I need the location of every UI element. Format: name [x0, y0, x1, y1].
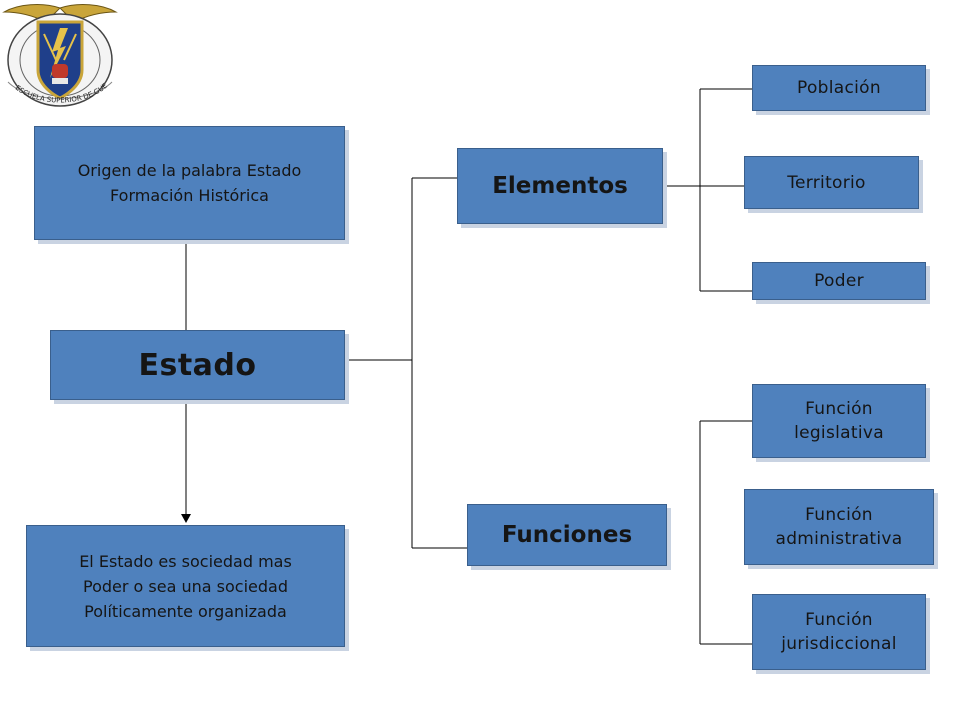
funcion-administrativa-box: Función administrativa: [744, 489, 934, 565]
definicion-label: El Estado es sociedad mas Poder o sea un…: [79, 551, 292, 621]
definicion-box: El Estado es sociedad mas Poder o sea un…: [26, 525, 345, 647]
territorio-label: Territorio: [787, 172, 866, 193]
elementos-label: Elementos: [492, 173, 628, 199]
funciones-box: Funciones: [467, 504, 667, 566]
funciones-label: Funciones: [501, 522, 633, 548]
territorio-box: Territorio: [744, 156, 919, 209]
funcion-jurisdiccional-box: Función jurisdiccional: [752, 594, 926, 670]
crest-logo: ESCUELA SUPERIOR DE GUERRA AÉREA: [0, 0, 118, 107]
poblacion-box: Población: [752, 65, 926, 111]
origen-box: Origen de la palabra Estado Formación Hi…: [34, 126, 345, 240]
poder-label: Poder: [814, 271, 864, 291]
arrow-head: [181, 514, 191, 523]
estado-label: Estado: [138, 347, 257, 383]
poder-box: Poder: [752, 262, 926, 300]
funcion-administrativa-label: Función administrativa: [775, 505, 903, 549]
funcion-legislativa-box: Función legislativa: [752, 384, 926, 458]
poblacion-label: Población: [797, 78, 881, 98]
funcion-jurisdiccional-label: Función jurisdiccional: [781, 610, 897, 654]
elementos-box: Elementos: [457, 148, 663, 224]
estado-box: Estado: [50, 330, 345, 400]
funcion-legislativa-label: Función legislativa: [794, 399, 884, 443]
origen-label: Origen de la palabra Estado Formación Hi…: [77, 161, 302, 205]
